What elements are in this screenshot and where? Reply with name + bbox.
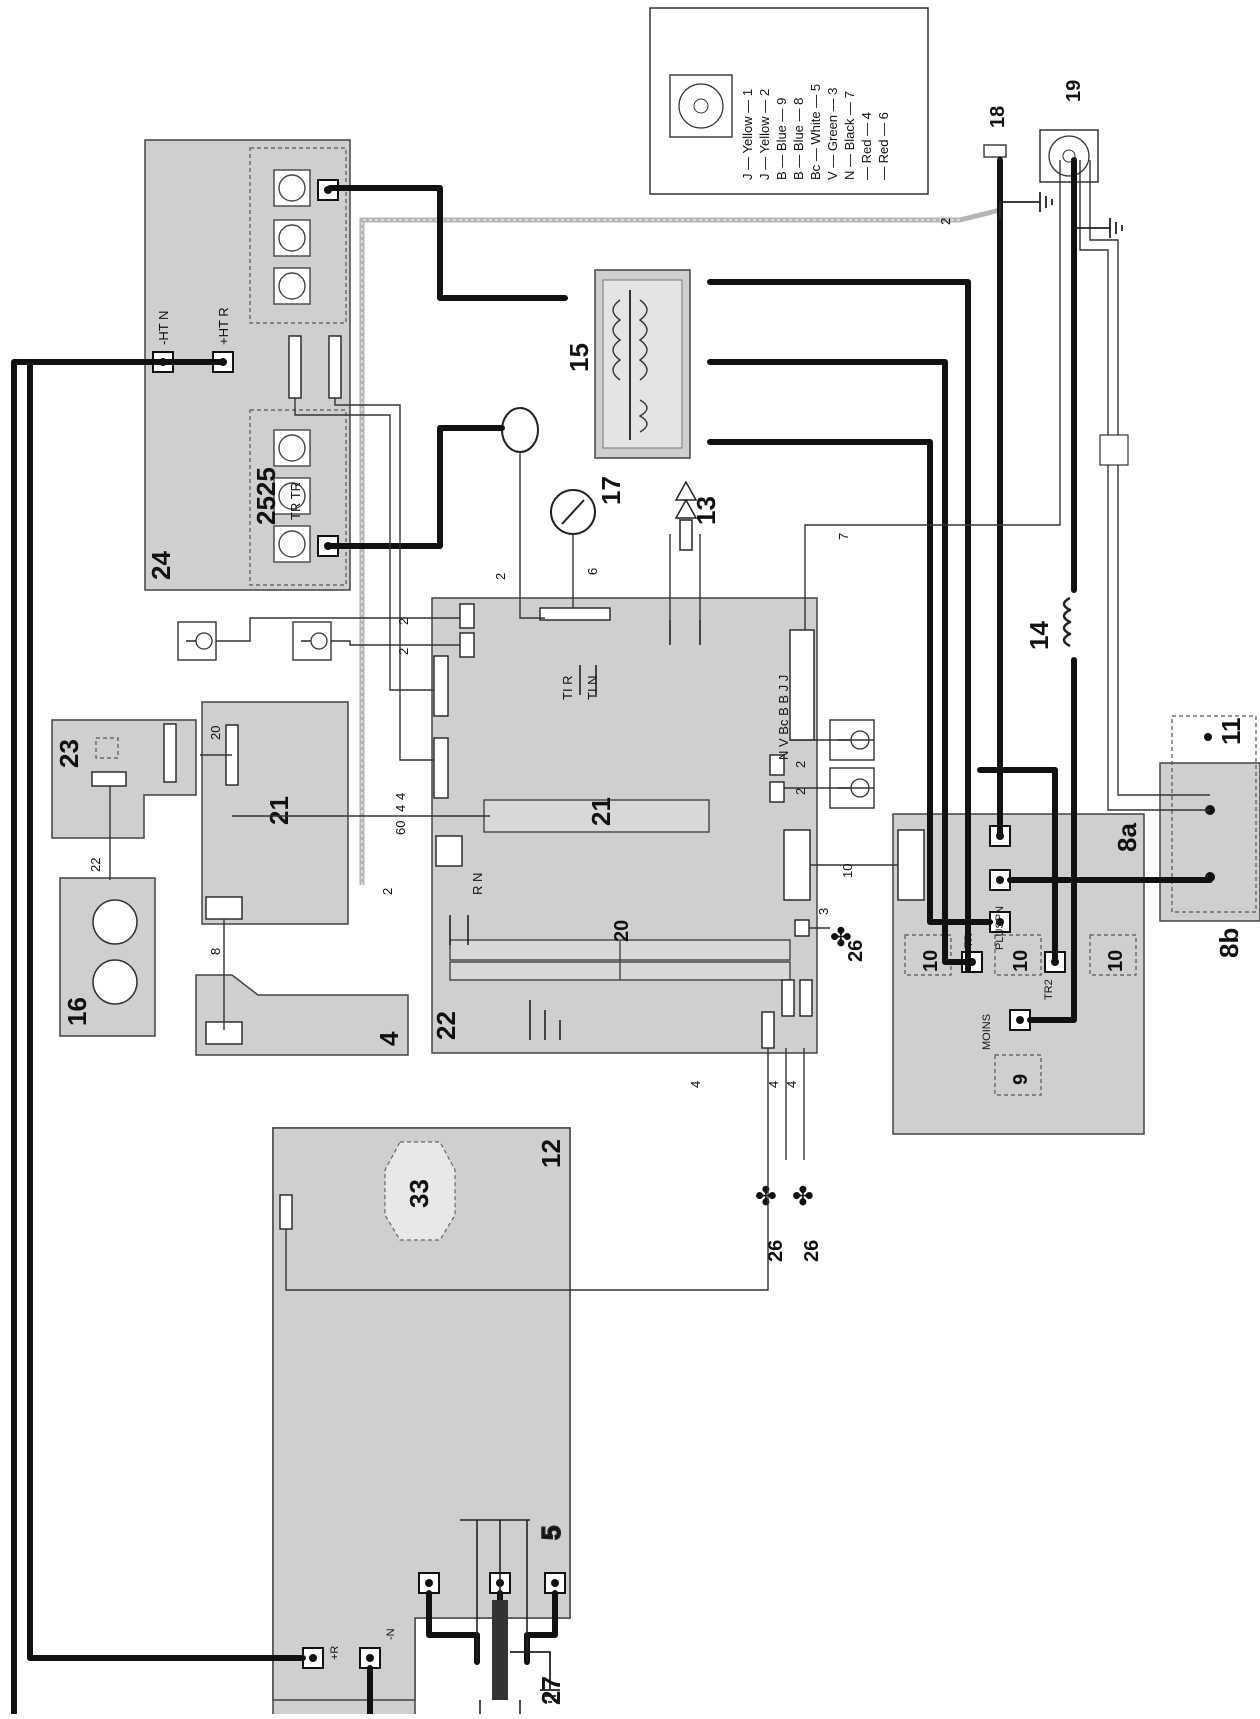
wire-count: 7 xyxy=(836,533,851,540)
connector-19: 19 xyxy=(1039,80,1099,183)
legend-row: J — Yellow — 1 xyxy=(740,89,755,180)
legend-row: — Red — 6 xyxy=(876,112,891,180)
wire-count: 60 xyxy=(393,821,408,835)
wire-count: 20 xyxy=(208,726,223,740)
fan-26-c-label: 26 xyxy=(801,1240,823,1262)
legend-row: V — Green — 3 xyxy=(825,88,840,180)
inductor-14-label: 14 xyxy=(1024,621,1054,650)
wire-count-labels: 2 6 7 2 2 20 60 4 22 8 2 2 2 10 3 4 4 4 … xyxy=(88,218,953,1088)
legend-row: B — Blue — 9 xyxy=(774,98,789,180)
power-board-12-label: 12 xyxy=(536,1139,566,1168)
svg-text:✤: ✤ xyxy=(755,1181,777,1211)
board-21-label: 21 xyxy=(586,797,616,826)
legend-row: Bc — White — 5 xyxy=(808,84,823,180)
control-board-22: 21 20 TI R TI N R N N V Bc B B J J 22 xyxy=(431,597,818,1054)
display-board-21: 21 xyxy=(201,701,349,925)
wiring: 5 27 xyxy=(11,157,1213,1719)
wire-count: 2 xyxy=(793,761,808,768)
wire-count: 4 xyxy=(393,793,408,800)
plug-27-label: 27 xyxy=(536,1676,566,1705)
ground-icon xyxy=(510,192,1123,1703)
board-22-label: 22 xyxy=(431,1011,461,1040)
switch-5-label: 5 xyxy=(536,1526,566,1540)
slot-9-label: 9 xyxy=(1010,1074,1032,1085)
module-24: 24 2525 TR TR -HT N +HT R xyxy=(144,139,351,591)
wire-count: 2 xyxy=(938,218,953,225)
fan-26-a-label: 26 xyxy=(845,940,867,962)
wire-count: 2 xyxy=(380,888,395,895)
wire-count: 2 xyxy=(396,648,411,655)
wire-count: 10 xyxy=(840,864,855,878)
terminal-tr2-label: TR2 xyxy=(1043,979,1055,1000)
gauge-17-label: 17 xyxy=(596,476,626,505)
legend-row: B — Blue — 8 xyxy=(791,98,806,180)
wire-count: 4 xyxy=(393,805,408,812)
wire-count: 3 xyxy=(816,908,831,915)
pin-labels: N V Bc B B J J xyxy=(776,675,791,760)
slot-10-c-label: 10 xyxy=(1105,950,1127,972)
terminal-n-label: -N xyxy=(385,1628,397,1640)
module-23: 23 xyxy=(51,719,197,839)
wire-count: 4 xyxy=(688,1081,703,1088)
wire-count: 6 xyxy=(585,568,600,575)
connector-19-label: 19 xyxy=(1063,80,1085,102)
module-16: 16 xyxy=(59,877,156,1037)
slot-10-b-label: 10 xyxy=(1010,950,1032,972)
legend-connector-icon xyxy=(669,74,733,138)
legend-row: — Red — 4 xyxy=(859,112,874,180)
fan-icon: ✤ ✤ ✤ xyxy=(755,922,852,1211)
terminal-r-label: +R xyxy=(329,1646,341,1660)
transformer-15: 15 xyxy=(564,269,691,459)
module-16-label: 16 xyxy=(62,997,92,1026)
module-8a: 10 10 10 9 8a TR PLUSPN TR2 MOINS xyxy=(892,813,1145,1135)
wire-count: 2 xyxy=(493,573,508,580)
probe-18-label: 18 xyxy=(987,106,1009,128)
module-8b: 11 8b xyxy=(1159,715,1260,958)
ht-r-label: +HT R xyxy=(216,307,231,345)
block-33-label: 33 xyxy=(404,1179,434,1208)
svg-text:✤: ✤ xyxy=(792,1181,814,1211)
ti-n-label: TI N xyxy=(585,675,600,700)
module-8b-label: 8b xyxy=(1214,928,1244,958)
wire-count: 8 xyxy=(208,948,223,955)
fan-26-b-label: 26 xyxy=(765,1240,787,1262)
current-sensor-ring xyxy=(501,407,539,453)
wire-count: 2 xyxy=(396,618,411,625)
module-23-label: 23 xyxy=(54,739,84,768)
module-2525-label: 2525 xyxy=(251,467,281,525)
wire-count: 4 xyxy=(766,1081,781,1088)
svg-text:✤: ✤ xyxy=(830,922,852,952)
module-4: 4 xyxy=(195,974,409,1056)
terminal-plus-label: PLUSPN xyxy=(994,906,1006,950)
legend-row: J — Yellow — 2 xyxy=(757,89,772,180)
terminal-moins-label: MOINS xyxy=(981,1014,993,1050)
wire-count: 2 xyxy=(793,788,808,795)
ht-n-label: -HT N xyxy=(156,311,171,345)
main-switch-5: 5 xyxy=(460,1519,567,1662)
display-board-21-label: 21 xyxy=(264,796,294,825)
legend-row: N — Black — 7 xyxy=(842,91,857,180)
module-8a-label: 8a xyxy=(1112,823,1142,852)
module-4-label: 4 xyxy=(374,1031,404,1046)
board-20-label: 20 xyxy=(611,920,633,942)
wire-count: 4 xyxy=(784,1081,799,1088)
rn-label: R N xyxy=(470,873,485,895)
tr-tr-label: TR TR xyxy=(288,482,303,520)
wire-count: 22 xyxy=(88,858,103,872)
probe-18: 18 xyxy=(983,106,1009,158)
valve-icon: 13 xyxy=(674,480,721,551)
transformer-15-label: 15 xyxy=(564,343,594,372)
ti-r-label: TI R xyxy=(560,675,575,700)
inductor-14: 14 xyxy=(1024,596,1072,650)
slot-10-a-label: 10 xyxy=(920,950,942,972)
valve-13-label: 13 xyxy=(691,496,721,525)
module-24-label: 24 xyxy=(146,551,176,580)
gauge-icon: 17 xyxy=(550,476,626,535)
power-board-12: 33 12 +R -N xyxy=(272,1127,571,1719)
module-11-label: 11 xyxy=(1216,718,1246,746)
